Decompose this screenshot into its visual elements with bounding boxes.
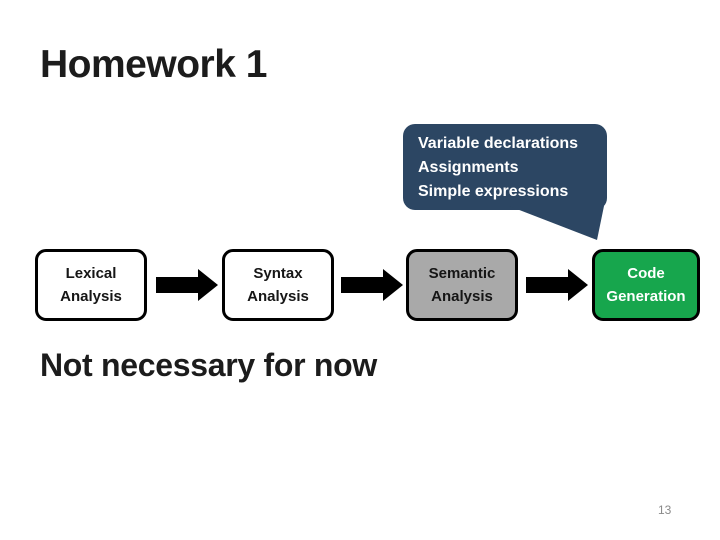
slide-note: Not necessary for now bbox=[40, 347, 377, 383]
stage-label-line: Generation bbox=[606, 288, 686, 305]
stage-label-line: Analysis bbox=[60, 288, 122, 305]
flow-arrow-icon bbox=[526, 269, 588, 301]
stage-label-line: Code bbox=[627, 265, 665, 282]
callout-bubble: Variable declarations Assignments Simple… bbox=[403, 124, 607, 210]
callout-line-1: Variable declarations bbox=[418, 135, 579, 152]
slide-title: Homework 1 bbox=[40, 43, 267, 86]
stage-label-line: Analysis bbox=[247, 288, 309, 305]
flow-arrow-icon bbox=[156, 269, 218, 301]
stage-semantic-analysis: Semantic Analysis bbox=[406, 249, 518, 321]
stage-label-line: Syntax bbox=[253, 265, 303, 282]
stage-code-generation: Code Generation bbox=[592, 249, 700, 321]
callout-tail-icon bbox=[509, 206, 604, 240]
stage-label-line: Lexical bbox=[65, 265, 117, 282]
stage-syntax-analysis: Syntax Analysis bbox=[222, 249, 334, 321]
callout-line-2: Assignments bbox=[418, 159, 519, 176]
stage-label-line: Semantic bbox=[428, 265, 496, 282]
callout-line-3: Simple expressions bbox=[418, 183, 569, 200]
stage-lexical-analysis: Lexical Analysis bbox=[35, 249, 147, 321]
stage-label-line: Analysis bbox=[431, 288, 493, 305]
page-number: 13 bbox=[658, 503, 672, 517]
flow-arrow-icon bbox=[341, 269, 403, 301]
